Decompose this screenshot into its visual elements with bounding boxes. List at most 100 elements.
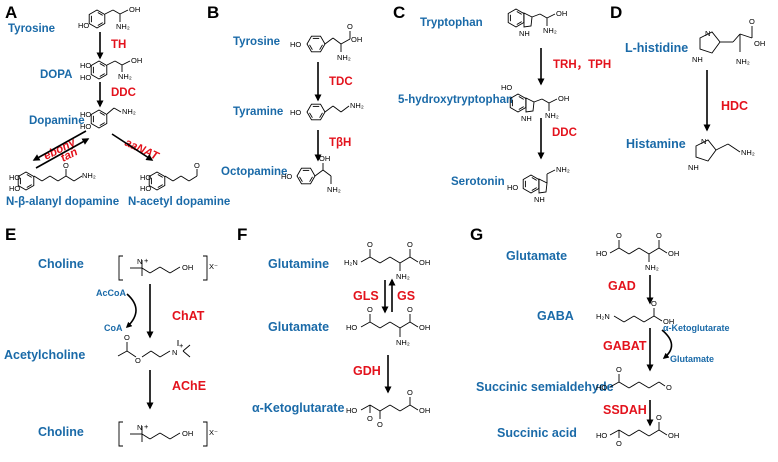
enzyme-trh-tph: TRH，TPH <box>553 59 611 71</box>
svg-text:O: O <box>124 333 130 342</box>
structure-tyramine: NH₂ HO <box>290 101 364 121</box>
compound-histamine: Histamine <box>626 137 686 151</box>
enzyme-gabat: GABAT <box>603 339 647 353</box>
compound-alpha-ketoglutarate-f: α-Ketoglutarate <box>252 401 344 415</box>
structure-serotonin: NH₂ NH HO <box>507 165 570 204</box>
compound-tyramine: Tyramine <box>233 106 283 118</box>
svg-text:N: N <box>137 257 142 266</box>
svg-text:OH: OH <box>668 249 679 258</box>
svg-text:NH: NH <box>688 163 699 172</box>
svg-text:NH₂: NH₂ <box>122 107 136 116</box>
enzyme-gdh: GDH <box>353 364 381 378</box>
structure-alpha-ketoglutarate-f: HO O O O OH <box>346 388 430 429</box>
svg-text:OH: OH <box>419 323 430 332</box>
svg-text:NH₂: NH₂ <box>116 22 130 31</box>
svg-text:HO: HO <box>140 173 151 182</box>
svg-text:NH: NH <box>534 195 545 204</box>
panel-e: E Choline Acetylcholine Choline ChAT ACh… <box>4 225 218 447</box>
svg-text:OH: OH <box>754 39 765 48</box>
structure-tryptophan: NH₂ OH NH <box>507 8 567 38</box>
svg-text:+: + <box>179 341 184 350</box>
panel-letter-a: A <box>5 3 17 22</box>
svg-text:N: N <box>172 348 177 357</box>
svg-text:O: O <box>194 161 200 170</box>
compound-tryptophan: Tryptophan <box>420 17 483 29</box>
structure-choline-2: N + OH X⁻ <box>118 421 218 447</box>
svg-text:N: N <box>137 423 142 432</box>
structure-tyrosine-b: NH₂ OH O HO <box>290 22 362 62</box>
panel-c: C Tryptophan 5-hydroxytryptophan Seroton… <box>393 3 611 204</box>
svg-text:O: O <box>367 414 373 423</box>
structure-n-acetyl-dopamine: O HO HO <box>140 161 200 193</box>
svg-text:O: O <box>656 231 662 240</box>
structure-acetylcholine: O O N + <box>117 333 191 365</box>
cofactor-coa: CoA <box>104 323 123 333</box>
svg-text:O: O <box>367 305 373 314</box>
structure-succinic-semialdehyde: HO O O <box>596 365 672 392</box>
svg-text:NH₂: NH₂ <box>82 171 96 180</box>
panel-letter-f: F <box>237 225 247 244</box>
svg-text:O: O <box>666 383 672 392</box>
cofactor-accoa: AcCoA <box>96 288 127 298</box>
compound-tyrosine: Tyrosine <box>8 23 55 35</box>
enzyme-ssdah: SSDAH <box>603 403 647 417</box>
compound-dopa: DOPA <box>40 69 72 81</box>
arrow-tan <box>35 138 90 169</box>
svg-text:NH₂: NH₂ <box>741 148 755 157</box>
svg-text:OH: OH <box>182 263 193 272</box>
structure-histamine: N NH NH₂ <box>688 137 755 172</box>
structure-octopamine: OH NH₂ HO <box>281 154 341 194</box>
enzyme-gls: GLS <box>353 289 379 303</box>
svg-text:O: O <box>377 420 383 429</box>
enzyme-gs: GS <box>397 289 415 303</box>
compound-glutamate-f: Glutamate <box>268 320 329 334</box>
enzyme-gad: GAD <box>608 279 636 293</box>
svg-text:NH: NH <box>692 55 703 64</box>
svg-text:O: O <box>651 299 657 308</box>
svg-text:HO: HO <box>290 108 301 117</box>
svg-text:O: O <box>407 240 413 249</box>
structure-succinic-acid: HO O O OH <box>596 413 679 448</box>
panel-letter-g: G <box>470 225 483 244</box>
svg-text:HO: HO <box>290 40 301 49</box>
enzyme-hdc: HDC <box>721 99 748 113</box>
compound-succinic-acid: Succinic acid <box>497 426 577 440</box>
compound-tyrosine-b: Tyrosine <box>233 36 280 48</box>
structure-glutamine: H₂N O O OH NH₂ <box>344 240 430 281</box>
svg-text:HO: HO <box>9 184 20 193</box>
enzyme-ache: AChE <box>172 379 206 393</box>
cofactor-glutamate-g: Glutamate <box>670 354 714 364</box>
compound-acetylcholine: Acetylcholine <box>4 348 85 362</box>
svg-text:NH₂: NH₂ <box>556 165 570 174</box>
svg-text:OH: OH <box>131 56 142 65</box>
svg-text:O: O <box>749 17 755 26</box>
svg-text:NH₂: NH₂ <box>736 57 750 66</box>
svg-text:X⁻: X⁻ <box>209 428 218 437</box>
structure-glutamate-g: HO O O OH NH₂ <box>596 231 679 272</box>
structure-dopa: NH₂ OH HO HO <box>80 56 142 82</box>
compound-glutamate-g: Glutamate <box>506 249 567 263</box>
panel-d: D L-histidine Histamine HDC N NH NH₂ OH … <box>610 3 765 172</box>
svg-text:HO: HO <box>346 323 357 332</box>
enzyme-ddc: DDC <box>111 87 136 99</box>
enzyme-tdc: TDC <box>329 76 353 88</box>
structure-n-beta-alanyl-dopamine: O NH₂ HO HO <box>9 161 96 193</box>
svg-text:OH: OH <box>558 94 569 103</box>
svg-text:HO: HO <box>346 406 357 415</box>
svg-text:HO: HO <box>140 184 151 193</box>
svg-text:HO: HO <box>507 183 518 192</box>
svg-text:H₂N: H₂N <box>344 258 358 267</box>
structure-dopamine: NH₂ HO HO <box>80 107 136 131</box>
svg-text:+: + <box>144 422 149 431</box>
svg-text:O: O <box>347 22 353 31</box>
svg-text:HO: HO <box>596 431 607 440</box>
structure-gaba: H₂N O OH <box>596 299 674 326</box>
arrow-aanat <box>111 133 154 161</box>
svg-text:HO: HO <box>9 173 20 182</box>
svg-text:NH₂: NH₂ <box>327 185 341 194</box>
svg-text:HO: HO <box>281 172 292 181</box>
structure-tyrosine-a: NH₂ OH HO <box>78 5 140 31</box>
svg-text:OH: OH <box>419 258 430 267</box>
svg-text:OH: OH <box>129 5 140 14</box>
structure-choline-1: N + OH X⁻ <box>118 255 218 281</box>
